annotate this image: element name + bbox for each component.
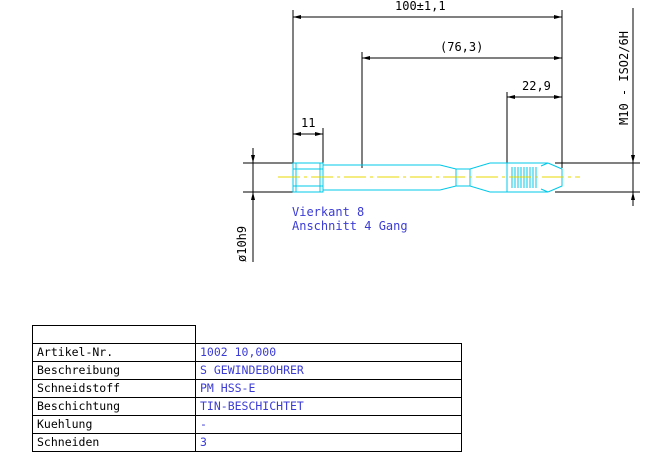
table-row: Artikel-Nr. 1002 10,000 [32,343,462,362]
thread-length-label: 22,9 [522,79,551,93]
thread-spec-label: M10 - ISO2/6H [617,31,631,125]
table-row: Kuehlung - [32,415,462,434]
table-row: Beschichtung TIN-BESCHICHTET [32,397,462,416]
row-value: 1002 10,000 [195,343,462,362]
dimension-lines [243,8,640,262]
row-value: 3 [195,433,462,452]
table-row: Schneiden 3 [32,433,462,452]
row-value: TIN-BESCHICHTET [195,397,462,416]
row-label: Kuehlung [32,415,196,434]
shank-length-label: (76,3) [440,40,483,54]
overall-length-label: 100±1,1 [395,0,446,13]
row-label: Artikel-Nr. [32,343,196,362]
table-row: Schneidstoff PM HSS-E [32,379,462,398]
dimension-arrows [251,15,635,200]
chamfer-note: Anschnitt 4 Gang [292,219,408,233]
table-row: Beschreibung S GEWINDEBOHRER [32,361,462,380]
row-value: PM HSS-E [195,379,462,398]
row-label: Schneiden [32,433,196,452]
diameter-label: ø10h9 [235,226,249,262]
spec-table: Artikel-Nr. 1002 10,000 Beschreibung S G… [32,325,462,452]
table-header-row [32,325,462,344]
row-value: - [195,415,462,434]
table-header-empty [195,325,462,344]
square-length-label: 11 [301,116,315,130]
row-label: Beschichtung [32,397,196,416]
square-note: Vierkant 8 [292,205,364,219]
row-label: Schneidstoff [32,379,196,398]
row-label: Beschreibung [32,361,196,380]
table-header-cell [32,325,196,344]
row-value: S GEWINDEBOHRER [195,361,462,380]
